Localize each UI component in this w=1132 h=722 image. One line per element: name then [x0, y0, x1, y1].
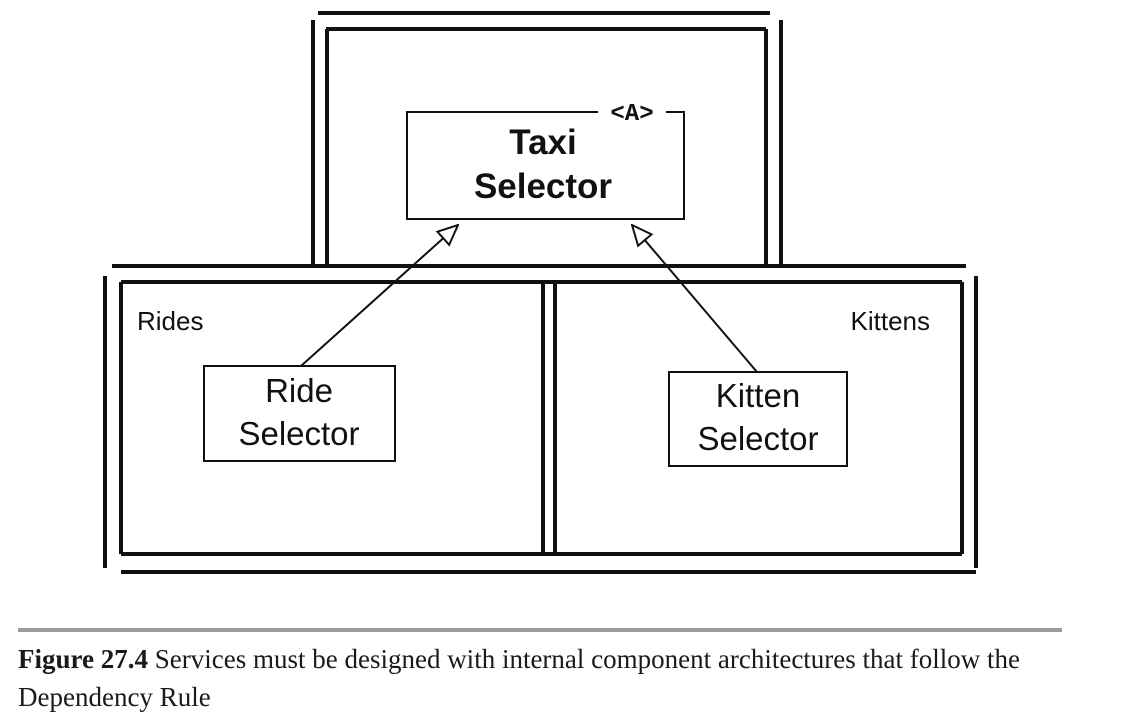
- taxi-selector-line2: Selector: [474, 167, 612, 206]
- figure-number: Figure 27.4: [18, 644, 148, 674]
- kitten-to-taxi-dependency-arrow: [632, 225, 758, 373]
- kitten-selector-line2: Selector: [697, 420, 818, 457]
- kitten-selector-line1: Kitten: [716, 377, 800, 414]
- ride-selector-component: Ride Selector: [203, 365, 396, 462]
- ride-selector-line2: Selector: [238, 415, 359, 452]
- lower-services-boundary: [103, 264, 978, 574]
- taxi-selector-component: <A> Taxi Selector: [406, 101, 685, 220]
- kittens-service-label: Kittens: [851, 306, 931, 336]
- kitten-selector-component: Kitten Selector: [668, 371, 848, 467]
- abstract-stereotype: <A>: [610, 101, 653, 128]
- ride-selector-line1: Ride: [265, 372, 333, 409]
- taxi-service-boundary: [311, 11, 783, 266]
- ride-to-taxi-dependency-arrow: [300, 225, 458, 367]
- taxi-selector-line1: Taxi: [509, 123, 576, 162]
- figure-caption-text: Services must be designed with internal …: [18, 644, 1021, 712]
- architecture-diagram: <A> Taxi Selector Rides Ride Selector Ki…: [103, 11, 978, 574]
- caption-divider: [18, 628, 1062, 632]
- rides-service-label: Rides: [137, 306, 203, 336]
- figure-caption: Figure 27.4 Services must be designed wi…: [18, 640, 1078, 716]
